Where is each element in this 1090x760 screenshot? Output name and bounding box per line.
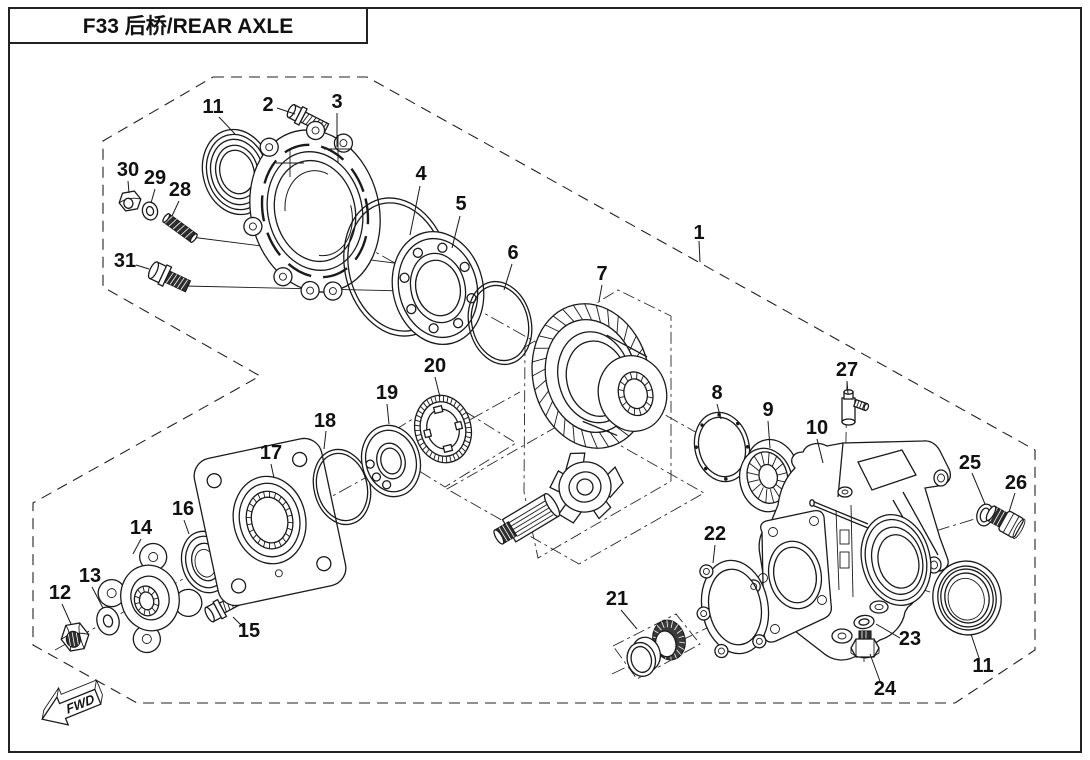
part-26-fill-plug <box>985 505 1026 539</box>
callout-2: 2 <box>262 94 273 116</box>
callout-20: 20 <box>424 355 446 377</box>
part-6-o-ring <box>467 280 533 366</box>
page-frame: F33 后桥/REAR AXLE <box>8 7 1082 753</box>
view-boundary <box>32 76 1036 704</box>
part-23-washer <box>853 614 875 630</box>
callout-1: 1 <box>693 222 704 244</box>
callout-11b: 11 <box>972 655 993 677</box>
callout-24: 24 <box>874 678 897 700</box>
callout-31: 31 <box>114 250 136 272</box>
part-24-drain-plug <box>850 630 880 659</box>
part-30-nut <box>118 190 142 212</box>
callout-12: 12 <box>49 582 71 604</box>
fwd-marker: FWD <box>41 679 103 726</box>
callout-9: 9 <box>762 399 773 421</box>
part-5-ball-bearing <box>391 230 485 346</box>
callout-14: 14 <box>130 517 153 539</box>
callout-22: 22 <box>704 523 726 545</box>
callout-13: 13 <box>79 565 101 587</box>
part-7-bevel-gear <box>531 303 668 449</box>
callout-5: 5 <box>455 193 466 215</box>
callout-29: 29 <box>144 167 166 189</box>
callout-7: 7 <box>596 263 607 285</box>
callout-19: 19 <box>376 382 398 404</box>
callout-28: 28 <box>169 179 191 201</box>
callout-17: 17 <box>260 442 282 464</box>
part-17-flange-plate <box>193 437 347 607</box>
callout-16: 16 <box>172 498 194 520</box>
callout-26: 26 <box>1005 472 1027 494</box>
part-19-ball-bearing <box>360 424 422 498</box>
callouts: 1 2 3 4 5 6 7 8 9 10 11 11 12 13 14 15 1… <box>49 91 1027 700</box>
fwd-arrow-icon <box>41 688 102 726</box>
part-13-washer <box>96 606 120 636</box>
callout-23: 23 <box>899 628 921 650</box>
part-22-gasket <box>696 559 770 659</box>
page-title: F33 后桥/REAR AXLE <box>83 14 293 38</box>
part-3-bearing-cover <box>243 120 381 301</box>
part-12-nut <box>60 622 90 652</box>
callout-27: 27 <box>836 359 858 381</box>
callout-3: 3 <box>331 91 342 113</box>
callout-6: 6 <box>507 242 518 264</box>
part-10-housing <box>758 440 952 661</box>
callout-30: 30 <box>117 159 139 181</box>
callout-18: 18 <box>314 410 336 432</box>
part-8-shim <box>693 411 751 483</box>
part-14-wheel-hub <box>97 542 203 654</box>
callout-8: 8 <box>711 382 722 404</box>
leader-lines <box>61 107 1016 685</box>
callout-25: 25 <box>959 452 981 474</box>
part-27-breather <box>841 389 870 426</box>
part-11-oil-seal-right <box>932 560 1002 636</box>
part-7-pinion-shaft <box>493 452 624 545</box>
part-28-stud <box>162 213 198 243</box>
part-21-bushing-set <box>626 619 686 677</box>
callout-15: 15 <box>238 620 260 642</box>
dowel-crosshairs <box>276 135 352 177</box>
part-29-washer <box>141 201 159 221</box>
part-20-lock-ring <box>413 394 473 464</box>
title-box <box>8 7 368 44</box>
callout-11: 11 <box>202 96 223 118</box>
callout-4: 4 <box>415 163 427 185</box>
part-31-bolt <box>147 261 192 293</box>
callout-21: 21 <box>606 588 628 610</box>
callout-10: 10 <box>806 417 828 439</box>
